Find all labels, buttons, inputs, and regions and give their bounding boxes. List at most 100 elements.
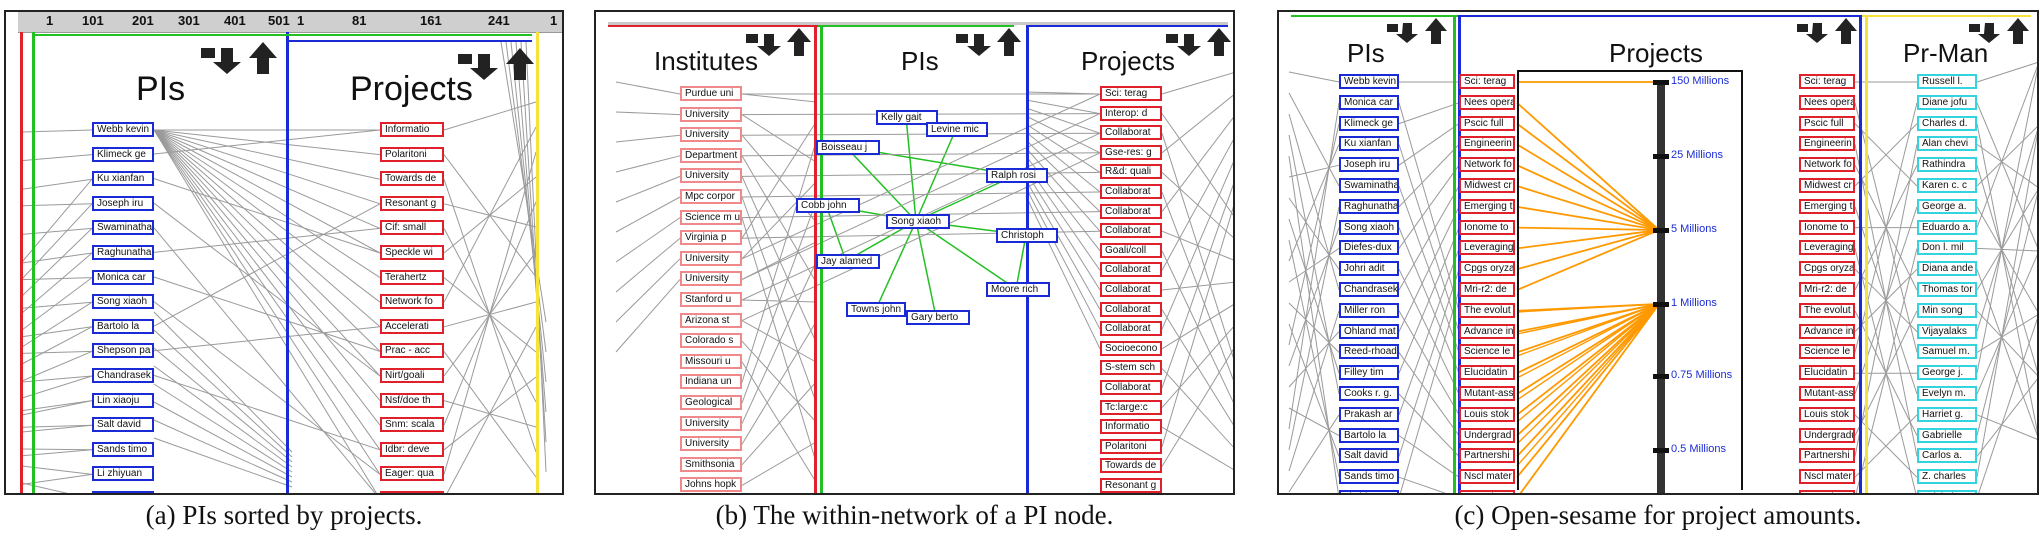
node-box[interactable]: Science le bbox=[1799, 344, 1855, 360]
node-box[interactable]: Mri-r2: de bbox=[1799, 282, 1855, 297]
node-box[interactable]: Socioecono bbox=[1100, 340, 1162, 356]
node-box[interactable]: Network fo bbox=[1799, 157, 1855, 173]
node-box[interactable]: Collaborat bbox=[1100, 262, 1162, 278]
node-box[interactable]: Cif: small bbox=[380, 220, 444, 236]
node-box[interactable]: Filley tim bbox=[1339, 365, 1399, 381]
node-box[interactable]: Collaborat bbox=[1100, 282, 1162, 297]
node-box[interactable]: Midwest cr bbox=[1799, 178, 1855, 193]
node-box[interactable]: Louis stok bbox=[1799, 406, 1855, 422]
node-box[interactable]: Swaminatha bbox=[1339, 178, 1399, 193]
node-box[interactable]: Nsf/doe th bbox=[380, 392, 444, 408]
node-box[interactable]: Cooks r. g. bbox=[1339, 386, 1399, 401]
sort-controls-icon[interactable] bbox=[1166, 26, 1233, 61]
node-box[interactable]: Nirt/goali bbox=[380, 368, 444, 383]
node-box[interactable]: Terahertz bbox=[380, 269, 444, 285]
pi-node[interactable]: Gary berto bbox=[906, 310, 970, 325]
amount-tick[interactable] bbox=[1653, 80, 1669, 85]
node-box[interactable]: Samuel m. bbox=[1917, 344, 1977, 360]
node-box[interactable]: Russell l. bbox=[1917, 74, 1977, 89]
node-box[interactable]: Raghunatha bbox=[1339, 198, 1399, 214]
node-box[interactable]: Mri-r2: de bbox=[1459, 282, 1515, 297]
ruler-pis[interactable]: 1 101 201 301 401 501 bbox=[18, 12, 292, 33]
node-box[interactable]: Genetic an bbox=[1799, 490, 1855, 493]
node-box[interactable]: Undergradu bbox=[1799, 427, 1855, 443]
node-box[interactable]: Song xiaoh bbox=[1339, 219, 1399, 235]
sort-controls-icon[interactable] bbox=[746, 26, 816, 61]
node-box[interactable]: Leveraging bbox=[1799, 240, 1855, 256]
node-box[interactable]: Pscic full bbox=[1799, 115, 1855, 131]
node-box[interactable]: Ionome to bbox=[1799, 219, 1855, 235]
amount-tick[interactable] bbox=[1653, 228, 1669, 233]
node-box[interactable]: Geological bbox=[680, 395, 742, 410]
node-box[interactable]: R&d: quali bbox=[1100, 164, 1162, 180]
sort-controls-icon[interactable] bbox=[1797, 16, 1861, 49]
pi-node[interactable]: Moore rich bbox=[986, 282, 1050, 297]
node-box[interactable]: Partnershi bbox=[1799, 448, 1855, 464]
amount-tick[interactable] bbox=[1653, 374, 1669, 379]
node-box[interactable]: Indiana un bbox=[680, 374, 742, 390]
node-box[interactable]: Advance in bbox=[1459, 323, 1515, 339]
pi-node[interactable]: Kelly gait bbox=[876, 110, 938, 125]
node-box[interactable]: Rathindra bbox=[1917, 157, 1977, 173]
node-box[interactable]: University bbox=[680, 436, 742, 452]
node-box[interactable]: Gse-res: g bbox=[1100, 144, 1162, 160]
node-box[interactable]: Arizona st bbox=[680, 312, 742, 328]
node-box[interactable]: Johns hopk bbox=[680, 477, 742, 493]
node-box[interactable]: Collaborat bbox=[1100, 184, 1162, 199]
node-box[interactable]: University bbox=[680, 106, 742, 122]
node-box[interactable]: Partnershi bbox=[1459, 448, 1515, 464]
node-box[interactable]: Elucidatin bbox=[1799, 365, 1855, 381]
node-box[interactable]: Joseph iru bbox=[1339, 157, 1399, 173]
node-box[interactable]: Missouri u bbox=[680, 353, 742, 369]
amount-tick[interactable] bbox=[1653, 154, 1669, 159]
node-box[interactable]: Towards de bbox=[380, 171, 444, 187]
node-box[interactable]: Ionome to bbox=[1459, 219, 1515, 235]
ruler-projects[interactable]: 1 81 161 241 1 bbox=[292, 12, 562, 33]
node-box[interactable]: Reed-rhoad bbox=[1339, 344, 1399, 360]
node-box[interactable]: Sci: terag bbox=[1459, 74, 1515, 89]
pi-node[interactable]: Christoph bbox=[996, 228, 1058, 243]
node-box[interactable]: Polaritoni bbox=[1100, 438, 1162, 454]
sort-controls-icon[interactable] bbox=[201, 40, 281, 79]
amount-axis[interactable] bbox=[1657, 80, 1665, 493]
node-box[interactable]: Evelyn m. bbox=[1917, 386, 1977, 401]
node-box[interactable]: Collaborat bbox=[1100, 321, 1162, 337]
node-box[interactable]: Bartolo la bbox=[1339, 427, 1399, 443]
node-box[interactable]: Charles d. bbox=[1917, 115, 1977, 131]
node-box[interactable]: Genetic an bbox=[1459, 490, 1515, 493]
node-box[interactable]: Eccs-ajs bbox=[380, 491, 444, 493]
node-box[interactable]: Collaborat bbox=[1100, 301, 1162, 317]
node-box[interactable]: Colorado s bbox=[680, 333, 742, 349]
node-box[interactable]: Snm: scala bbox=[380, 417, 444, 433]
node-box[interactable]: Resonant g bbox=[380, 195, 444, 211]
node-box[interactable]: Vijayalaks bbox=[1917, 323, 1977, 339]
node-box[interactable]: Monica car bbox=[1339, 94, 1399, 110]
node-box[interactable]: Chandrasek bbox=[1339, 282, 1399, 297]
amount-tick[interactable] bbox=[1653, 448, 1669, 453]
node-box[interactable]: Diefes-dux bbox=[92, 491, 154, 493]
node-box[interactable]: Don l. mil bbox=[1917, 240, 1977, 256]
node-box[interactable]: University bbox=[680, 415, 742, 431]
node-box[interactable]: Elucidatin bbox=[1459, 365, 1515, 381]
node-box[interactable]: Idbr: deve bbox=[380, 441, 444, 457]
node-box[interactable]: Accelerati bbox=[380, 318, 444, 334]
node-box[interactable]: Polaritoni bbox=[380, 146, 444, 162]
sort-controls-icon[interactable] bbox=[458, 46, 538, 85]
node-box[interactable]: Collaborat bbox=[1100, 203, 1162, 219]
node-box[interactable]: Emerging t bbox=[1459, 198, 1515, 214]
node-box[interactable]: Eduardo a. bbox=[1917, 219, 1977, 235]
pi-node[interactable]: Levine mic bbox=[926, 122, 988, 137]
node-box[interactable]: Collaborat bbox=[1100, 223, 1162, 239]
node-box[interactable]: Carlos a. bbox=[1917, 448, 1977, 464]
node-box[interactable]: Li zhiyuan bbox=[1339, 490, 1399, 493]
node-box[interactable]: Advance in bbox=[1799, 323, 1855, 339]
node-box[interactable]: Karen c. c bbox=[1917, 178, 1977, 193]
node-box[interactable]: Nees opera bbox=[1799, 94, 1855, 110]
node-box[interactable]: S-stem sch bbox=[1100, 360, 1162, 376]
node-box[interactable]: Ku xianfan bbox=[92, 171, 154, 187]
node-box[interactable]: University bbox=[680, 250, 742, 266]
node-box[interactable]: Leveraging bbox=[1459, 240, 1515, 256]
node-box[interactable]: Bartolo la bbox=[92, 318, 154, 334]
node-box[interactable]: Stanford u bbox=[680, 292, 742, 307]
node-box[interactable]: University bbox=[680, 168, 742, 184]
